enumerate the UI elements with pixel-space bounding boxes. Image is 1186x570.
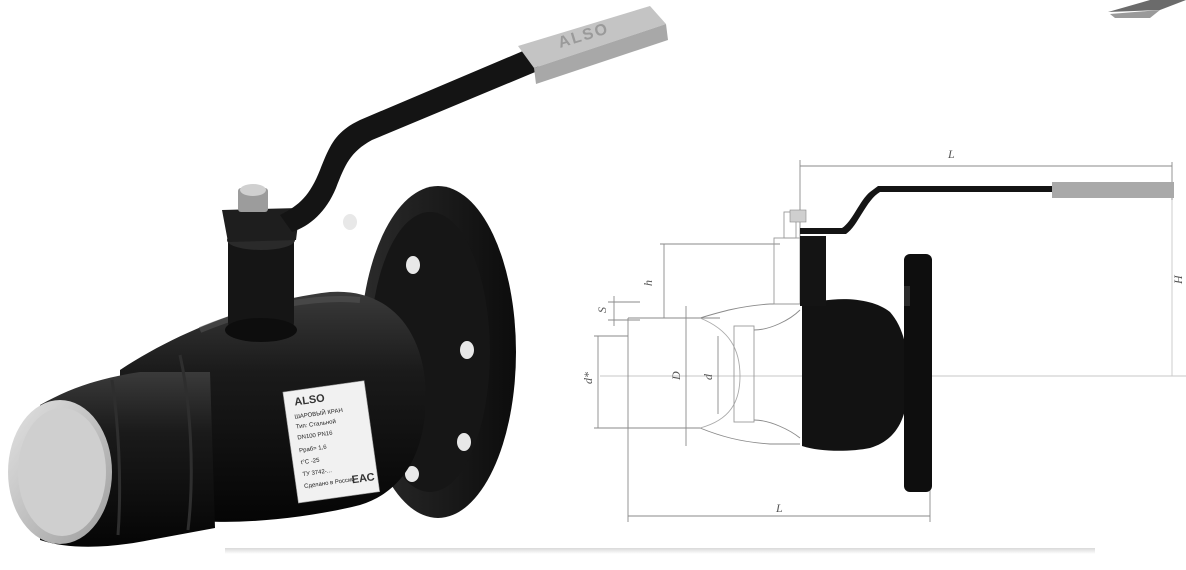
nameplate-brand: ALSO <box>294 392 326 408</box>
corner-logo-icon <box>1108 0 1186 18</box>
drawing-solid-parts <box>789 182 1174 492</box>
label-bore-diameter: d <box>701 373 715 380</box>
stem-neck <box>228 232 294 332</box>
nameplate-line-3: DN100 PN16 <box>297 431 334 442</box>
valve-photo: ALSO ALSO ШАРОВЫЙ КРАН Тип: Стальной DN1… <box>8 6 1095 554</box>
lever-arm <box>280 48 540 232</box>
floor-shadow <box>225 548 1095 554</box>
flange-bolt-holes <box>343 214 474 482</box>
nameplate-line-5: t°C -25 <box>301 458 321 467</box>
drawing-lever <box>800 186 1052 234</box>
dimension-labels: L L h S d* D d H <box>581 147 1185 515</box>
handle-mount <box>222 208 300 242</box>
nameplate: ALSO ШАРОВЫЙ КРАН Тип: Стальной DN100 PN… <box>282 380 381 504</box>
nameplate-line-6: ТУ 3742-... <box>302 468 332 478</box>
lever-grip: ALSO <box>518 6 668 84</box>
nameplate-line-4: Рраб= 1,6 <box>299 444 328 454</box>
drawing-grip <box>1052 182 1174 198</box>
stem-nut-icon <box>238 184 268 212</box>
label-h: h <box>641 280 655 286</box>
label-length-top: L <box>947 147 955 161</box>
label-total-height: H <box>1171 274 1185 285</box>
nameplate-mark: ЕАС <box>351 471 375 486</box>
label-length-bottom: L <box>775 501 783 515</box>
label-body-diameter: D <box>669 371 683 381</box>
label-s: S <box>595 307 609 313</box>
drawing-flange <box>904 254 932 492</box>
label-outer-diameter: d* <box>581 372 595 384</box>
drawing-body <box>802 299 909 451</box>
